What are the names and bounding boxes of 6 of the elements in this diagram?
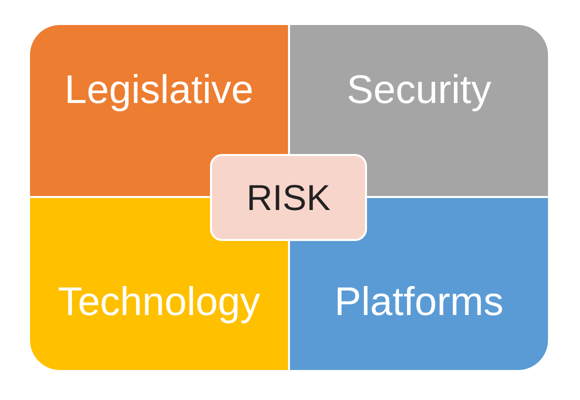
quadrant-label: Platforms xyxy=(334,280,504,324)
quadrant-label: Security xyxy=(346,68,492,113)
center-label: RISK xyxy=(246,176,331,218)
quadrant-label: Technology xyxy=(58,280,260,324)
center-box xyxy=(210,154,367,241)
quadrant-label: Legislative xyxy=(64,68,254,113)
